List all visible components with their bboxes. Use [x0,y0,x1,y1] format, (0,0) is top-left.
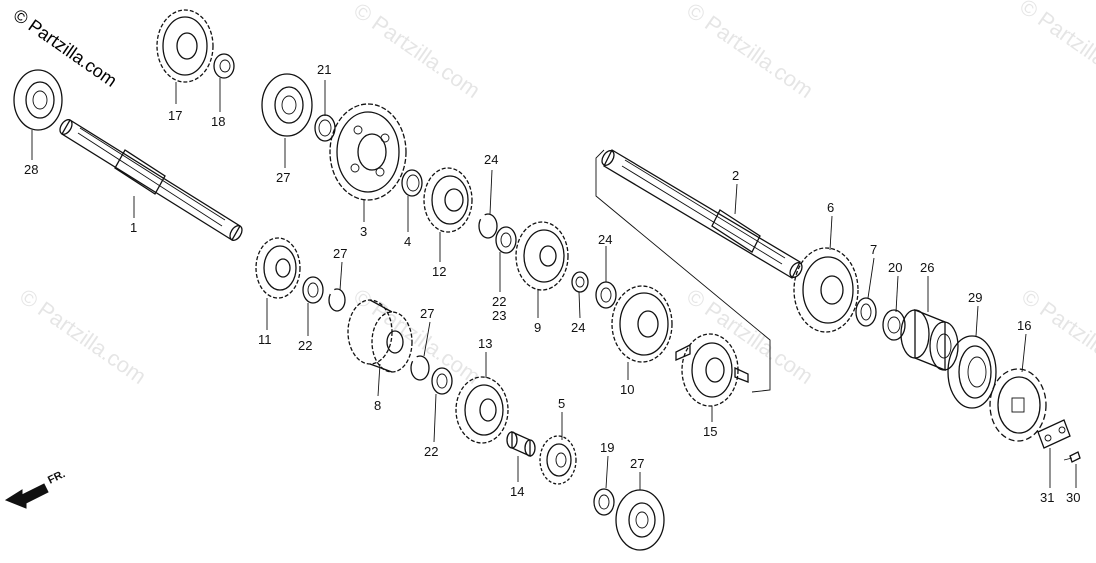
gear-13 [455,376,509,444]
callout-33: 30 [1066,490,1080,505]
callout-18: 18 [211,114,225,129]
callout-11: 11 [258,332,272,347]
callout-22: 22 [298,338,312,353]
washer-22-lower [431,367,453,395]
circlip-26 [478,213,498,239]
gear-15 [675,333,749,407]
bearing-28 [900,309,959,371]
callout-28: 26 [920,260,934,275]
callout-23: 22 [492,294,506,309]
sprocket-16 [989,368,1047,442]
callout-24: 23 [492,308,506,323]
callout-19: 19 [600,440,614,455]
circlip-27-upper [328,288,346,312]
callout-31: 28 [24,162,38,177]
front-direction-arrow-icon: FR. [4,468,67,509]
callout-29: 27 [630,456,644,471]
callout-9: 9 [534,320,541,335]
callout-13: 13 [478,336,492,351]
collar-18 [213,53,235,79]
callout-2: 2 [732,168,739,183]
callout-12: 12 [432,264,446,279]
watermark-main: © Partzilla.com [10,5,121,91]
bearing-31 [13,69,63,131]
washer-19 [593,488,615,516]
callout-27: 27 [333,246,347,261]
assembly-bracket-line [595,149,771,393]
bearing-30 [261,73,313,137]
callout-30: 27 [276,170,290,185]
gear-9 [515,221,569,291]
callout-32: 29 [968,290,982,305]
callout-1: 1 [130,220,137,235]
front-direction-label: FR. [46,468,67,487]
callout-10: 10 [620,382,634,397]
callout-6: 6 [827,200,834,215]
watermark: © Partzilla.com [682,0,818,103]
callout-20: 20 [888,260,902,275]
watermark: © Partzilla.com [15,284,151,390]
callout-25: 24 [571,320,585,335]
callout-34: 31 [1040,490,1054,505]
gear-5 [539,435,577,485]
leader-lines [31,78,1077,490]
washer-7 [855,297,877,327]
bushing-14 [506,430,536,458]
bearing-29 [615,489,665,551]
watermark: © Partzilla.com [349,0,485,103]
countershaft [601,149,803,279]
callout-8: 8 [374,398,381,413]
gear-6 [793,247,859,333]
washer-24 [595,281,617,309]
washer-25 [571,271,589,293]
mainshaft [59,119,243,241]
callout-15: 15 [703,424,717,439]
gear-17 [156,9,214,83]
callout-17: 17 [168,108,182,123]
watermark: © Partzilla.com [1017,284,1096,390]
watermark: © Partzilla.com [682,284,818,390]
callout-14: 14 [510,484,524,499]
callout-27: 27 [420,306,434,321]
callout-21: 21 [317,62,331,77]
callout-4: 4 [404,234,411,249]
oil-seal-32 [947,335,997,409]
washer-22-upper [302,276,324,304]
bushing-4 [401,169,423,197]
circlip-27-lower [410,355,430,381]
callout-24: 24 [598,232,612,247]
callout-26: 24 [484,152,498,167]
gear-10 [611,285,673,363]
gear-3 [329,103,407,201]
gear-12 [423,167,473,233]
gear-11 [255,237,301,299]
callout-3: 3 [360,224,367,239]
fixing-plate-34 [1037,419,1071,449]
callout-22: 22 [424,444,438,459]
callout-5: 5 [558,396,565,411]
callout-16: 16 [1017,318,1031,333]
gear-8 [347,299,413,373]
washer-23 [495,226,517,254]
collar-20 [882,309,906,341]
callout-labels: 28 1 17 18 27 21 3 4 12 24 22 23 9 24 24… [24,62,1080,505]
bolt-33 [1063,451,1081,463]
callout-7: 7 [870,242,877,257]
watermark: © Partzilla.com [1015,0,1096,99]
